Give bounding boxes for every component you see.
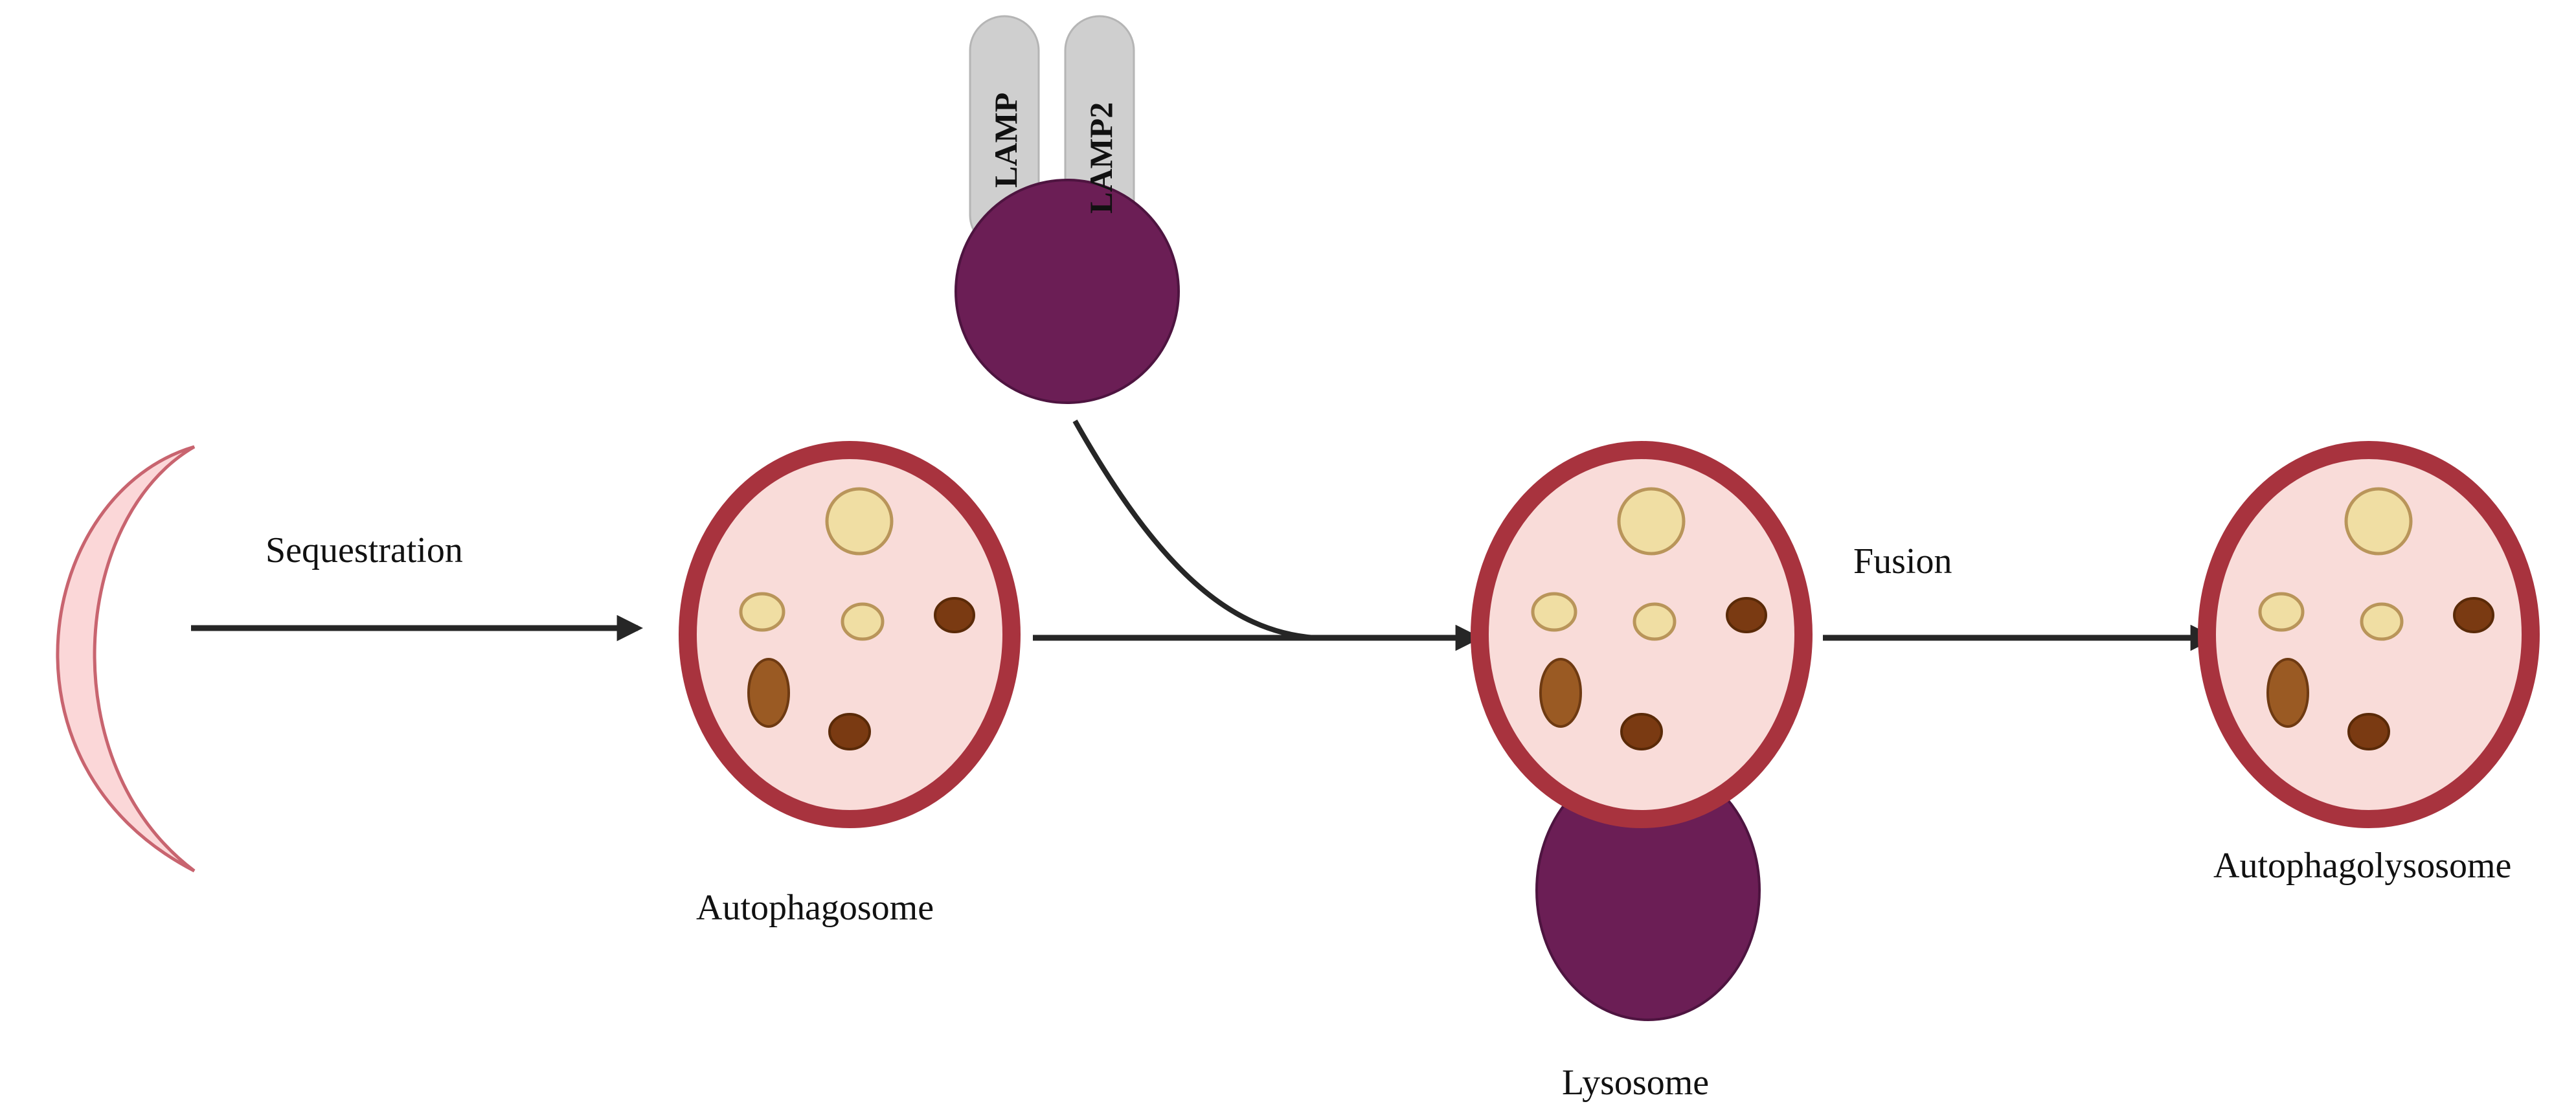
autophagolysosome-icon [2198, 441, 2540, 828]
autophagosome-label: Autophagosome [696, 888, 934, 928]
lysosome-label: Lysosome [1562, 1063, 1709, 1103]
autophagosome-icon [679, 441, 1021, 828]
fusion-label: Fusion [1853, 541, 1952, 581]
lysosome-top-icon [955, 179, 1180, 404]
lamp-label: LAMP [988, 93, 1024, 188]
sequestration-label: Sequestration [266, 530, 463, 570]
autophagolysosome-label: Autophagolysosome [2213, 846, 2511, 886]
lysosome-with-lamp-icon [955, 15, 1180, 404]
lysosome-transport-curve [1072, 420, 1315, 640]
fusion-vesicle-icon [1471, 441, 1813, 828]
lamp2-label: LAMP2 [1083, 102, 1119, 214]
phagophore-icon [56, 445, 196, 873]
